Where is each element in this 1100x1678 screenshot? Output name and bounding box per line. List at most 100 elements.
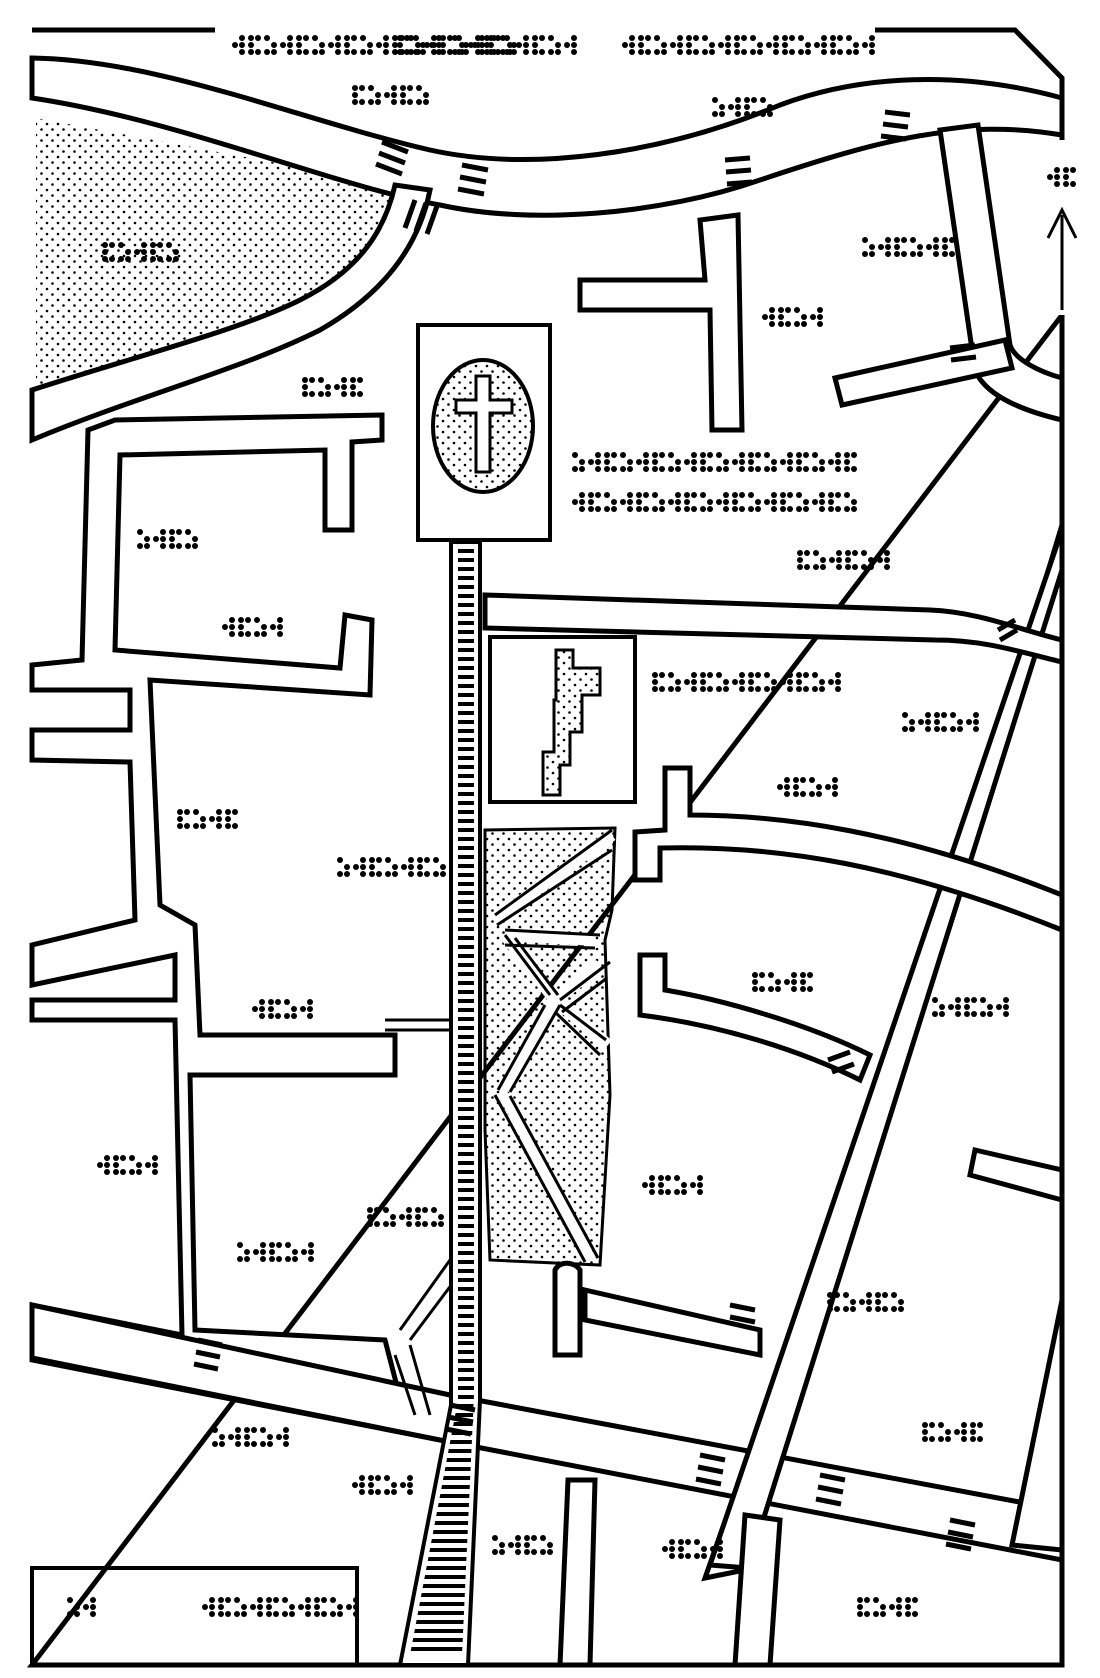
braille-dot: [276, 1242, 282, 1248]
braille-dot: [391, 1489, 397, 1495]
braille-dot: [793, 777, 799, 783]
braille-dot: [787, 452, 793, 458]
braille-dot: [793, 784, 799, 790]
braille-dot: [934, 712, 940, 718]
braille-label: [652, 672, 841, 692]
braille-dot: [524, 1542, 530, 1548]
braille-dot: [794, 321, 800, 327]
braille-dot: [74, 1611, 80, 1617]
braille-dot: [369, 857, 375, 863]
braille-dot: [700, 466, 706, 472]
braille-label: [1047, 167, 1076, 187]
braille-dot: [1070, 181, 1076, 187]
braille-dot: [912, 1611, 918, 1617]
braille-dot: [104, 1169, 110, 1175]
braille-dot: [367, 49, 373, 55]
braille-dot: [875, 1306, 881, 1312]
braille-dot: [422, 1221, 428, 1227]
braille-dot: [707, 672, 713, 678]
braille-dot: [905, 1597, 911, 1603]
braille-dot: [762, 314, 768, 320]
braille-dot: [896, 1604, 902, 1610]
braille-dot: [939, 1004, 945, 1010]
braille-dot: [782, 35, 788, 41]
braille-dot: [160, 529, 166, 535]
braille-dot: [678, 1553, 684, 1559]
braille-dot: [374, 1221, 380, 1227]
braille-dot: [814, 42, 820, 48]
braille-dot: [524, 1535, 530, 1541]
braille-label: [177, 809, 238, 829]
braille-dot: [780, 499, 786, 505]
braille-dot: [748, 686, 754, 692]
braille-dot: [686, 49, 692, 55]
braille-dot: [700, 506, 706, 512]
braille-dot: [192, 543, 198, 549]
braille-dot: [1047, 174, 1053, 180]
braille-label: [252, 999, 313, 1019]
braille-dot: [752, 972, 758, 978]
braille-dot: [807, 986, 813, 992]
braille-dot: [344, 35, 350, 41]
braille-label: [352, 85, 429, 105]
braille-dot: [367, 42, 373, 48]
braille-dot: [950, 726, 956, 732]
braille-dot: [658, 1189, 664, 1195]
braille-label: [922, 1422, 983, 1442]
braille-dot: [748, 452, 754, 458]
braille-dot: [828, 459, 834, 465]
braille-dot: [296, 42, 302, 48]
braille-dot: [218, 1597, 224, 1603]
braille-dot: [353, 1604, 359, 1610]
braille-dot: [748, 672, 754, 678]
braille-dot: [440, 864, 446, 870]
braille-dot: [835, 492, 841, 498]
braille-dot: [771, 686, 777, 692]
braille-dot: [804, 564, 810, 570]
braille-dot: [484, 49, 490, 55]
braille-dot: [604, 466, 610, 472]
braille-dot: [595, 492, 601, 498]
braille-dot: [957, 726, 963, 732]
braille-dot: [712, 97, 718, 103]
braille-dot: [422, 1207, 428, 1213]
braille-dot: [627, 459, 633, 465]
braille-dot: [797, 557, 803, 563]
braille-dot: [459, 42, 465, 48]
braille-dot: [302, 391, 308, 397]
braille-dot: [337, 871, 343, 877]
braille-dot: [690, 1182, 696, 1188]
braille-dot: [319, 49, 325, 55]
braille-dot: [248, 35, 254, 41]
braille-dot: [702, 49, 708, 55]
braille-dot: [821, 49, 827, 55]
braille-dot: [836, 557, 842, 563]
braille-dot: [325, 384, 331, 390]
braille-dot: [787, 506, 793, 512]
braille-dot: [925, 719, 931, 725]
braille-dot: [885, 244, 891, 250]
braille-dot: [643, 466, 649, 472]
braille-dot: [303, 49, 309, 55]
braille-dot: [237, 1242, 243, 1248]
braille-dot: [716, 452, 722, 458]
braille-dot: [296, 35, 302, 41]
braille-dot: [820, 557, 826, 563]
braille-dot: [390, 1214, 396, 1220]
braille-dot: [933, 251, 939, 257]
braille-dot: [748, 466, 754, 472]
braille-dot: [846, 49, 852, 55]
braille-dot: [572, 452, 578, 458]
braille-dot: [769, 314, 775, 320]
braille-dot: [764, 452, 770, 458]
braille-dot: [284, 1013, 290, 1019]
braille-dot: [668, 686, 674, 692]
braille-dot: [677, 49, 683, 55]
braille-dot: [547, 1542, 553, 1548]
braille-dot: [266, 1597, 272, 1603]
braille-dot: [307, 1013, 313, 1019]
braille-dot: [376, 871, 382, 877]
braille-dot: [812, 466, 818, 472]
braille-dot: [691, 679, 697, 685]
braille-dot: [652, 672, 658, 678]
